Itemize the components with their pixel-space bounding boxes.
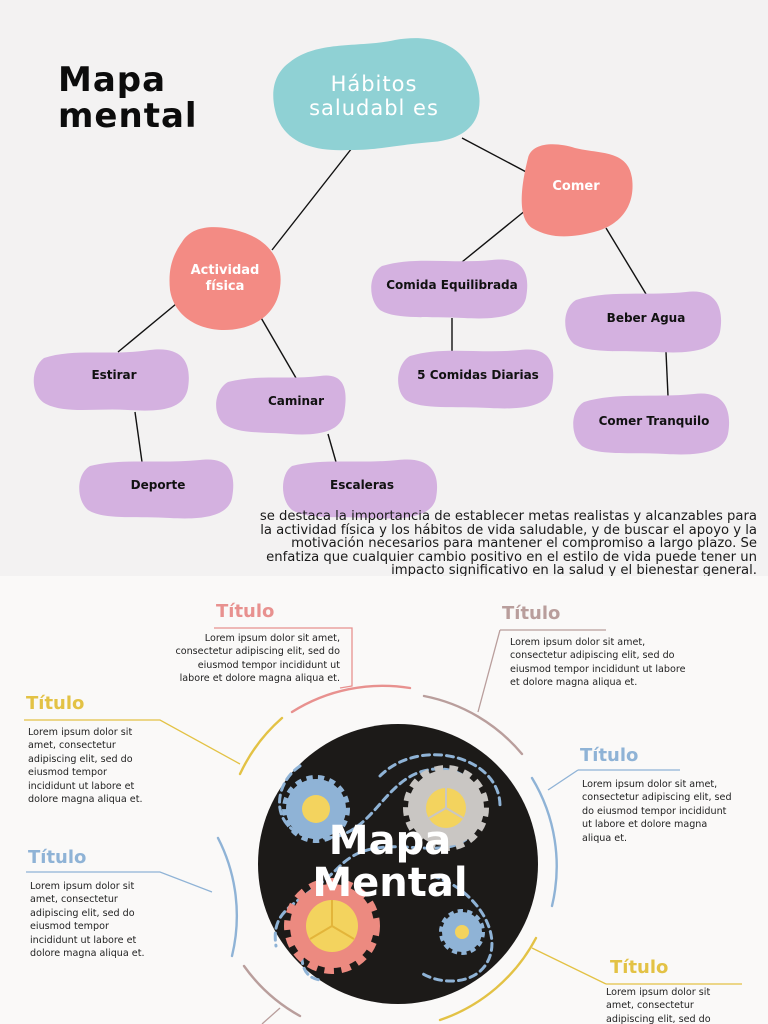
mind-map-graphics <box>33 38 730 519</box>
mind-map-section: Mapa mental Hábitos saludabl es Comer Ac… <box>33 38 757 579</box>
dashed-path <box>418 874 494 983</box>
outer-arc <box>238 716 284 776</box>
connector-line <box>605 227 647 295</box>
estirar-node-blob <box>33 349 189 411</box>
label-connector <box>24 719 241 765</box>
gear-blue-right-icon <box>439 909 485 955</box>
radial-text-3: Lorem ipsum dolor sit amet, consectetur … <box>28 727 143 806</box>
outer-arc <box>438 936 538 1022</box>
cinco-comidas-node-label: 5 Comidas Diarias <box>417 368 539 382</box>
comer-tranquilo-node-label: Comer Tranquilo <box>598 414 710 428</box>
outer-arc <box>290 684 412 714</box>
caminar-node-blob <box>216 375 346 435</box>
connector-line <box>665 351 669 397</box>
label-connectors <box>24 627 742 1024</box>
radial-text-4: Lorem ipsum dolor sit amet, consectetur … <box>582 779 732 844</box>
gear-gray-icon <box>403 765 489 851</box>
outer-arcs <box>216 684 558 1022</box>
label-connector <box>547 769 579 791</box>
comida-equilibrada-node-blob <box>371 259 528 319</box>
outer-arc <box>242 964 302 1018</box>
escaleras-node-label: Escaleras <box>330 478 394 492</box>
connector-line <box>271 147 353 251</box>
comer-node-blob <box>521 144 633 237</box>
gear-blue-small-icon <box>282 775 350 843</box>
connector-line <box>117 303 177 353</box>
radial-text-5: Lorem ipsum dolor sit amet, consectetur … <box>30 881 145 960</box>
radial-title-1: Título <box>216 601 275 622</box>
radial-title-2: Título <box>502 603 561 624</box>
beber-agua-node-blob <box>565 291 722 353</box>
cinco-comidas-node-blob <box>398 349 554 409</box>
radial-title-5: Título <box>28 847 87 868</box>
radial-title-4: Título <box>580 745 639 766</box>
center-title: Mapa Mental <box>312 818 468 906</box>
caminar-node-label: Caminar <box>267 394 325 408</box>
label-connector <box>477 629 501 713</box>
connector-line <box>327 433 337 463</box>
actividad-node-label: Actividad física <box>190 263 260 294</box>
comer-node-label: Comer <box>552 179 600 194</box>
radial-infographic-section: Mapa Mental Título Lorem ipsum dolor sit… <box>0 576 768 1024</box>
estirar-node-label: Estirar <box>91 368 137 382</box>
actividad-node-blob <box>169 227 281 330</box>
connector-line <box>259 315 297 379</box>
label-connector <box>261 1007 281 1024</box>
deporte-node-blob <box>79 459 234 519</box>
root-node-label: Hábitos saludabl es <box>309 72 439 120</box>
escaleras-node-blob <box>283 459 438 519</box>
radial-text-6: Lorem ipsum dolor sit amet, consectetur … <box>606 987 711 1024</box>
comida-equilibrada-node-label: Comida Equilibrada <box>386 278 518 292</box>
beber-agua-node-label: Beber Agua <box>606 311 686 325</box>
radial-text-1: Lorem ipsum dolor sit amet, consectetur … <box>175 633 340 685</box>
connector-line <box>461 209 527 263</box>
radial-text-2: Lorem ipsum dolor sit amet, consectetur … <box>510 637 686 689</box>
label-connector <box>26 871 213 893</box>
label-connector <box>531 947 607 985</box>
outer-arc <box>216 836 239 958</box>
leaf-node-blobs <box>33 259 730 519</box>
comer-tranquilo-node-blob <box>573 393 730 455</box>
connector-line <box>134 411 143 463</box>
description-paragraph: se destaca la importancia de establecer … <box>259 509 757 579</box>
radial-title-6: Título <box>610 957 669 978</box>
dashed-path <box>378 753 502 808</box>
radial-title-3: Título <box>26 693 85 714</box>
root-node-blob <box>273 38 480 151</box>
connector-line <box>461 137 531 175</box>
deporte-node-label: Deporte <box>130 478 186 492</box>
gear-pink-icon <box>284 878 380 974</box>
radial-infographic-graphics <box>24 627 742 1024</box>
label-connector <box>214 627 353 689</box>
connector-lines <box>117 137 669 463</box>
page-title: Mapa mental <box>58 60 198 136</box>
outer-arc <box>530 776 558 908</box>
outer-arc <box>422 694 524 756</box>
